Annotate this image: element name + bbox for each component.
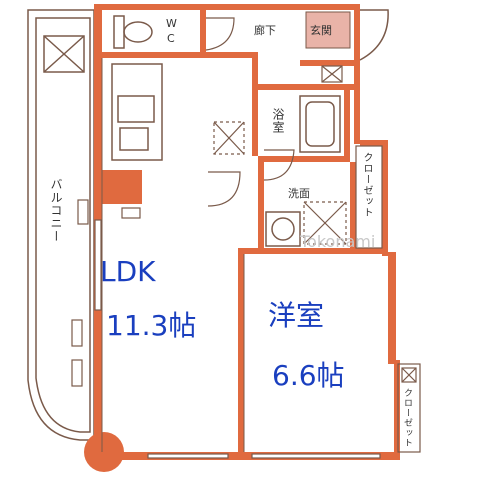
room-outlines xyxy=(101,58,245,452)
shoe-cabinet xyxy=(321,65,343,83)
closet-bottom-frame xyxy=(397,363,421,453)
washroom-label: 洗面 xyxy=(288,187,310,200)
wc-label-bottom: C xyxy=(167,32,175,45)
entrance-floor xyxy=(305,11,351,49)
wc-label-top: W xyxy=(166,17,177,30)
entrance-door-swing xyxy=(359,9,389,61)
corner-column xyxy=(84,432,124,472)
air-conditioner-unit xyxy=(43,35,85,73)
closet-top-frame xyxy=(355,145,383,249)
ldk-name-label: LDK xyxy=(100,255,156,288)
balcony-label: バルコニー xyxy=(49,178,63,243)
closet-bottom-vent xyxy=(401,367,417,383)
window-sashes xyxy=(94,219,381,459)
watermark-text: Tokonami xyxy=(300,232,376,251)
balcony-drain-details xyxy=(71,199,89,387)
closet-bottom-label: クローゼット xyxy=(402,388,412,448)
wash-basin xyxy=(265,211,301,247)
western-name-label: 洋室 xyxy=(268,299,325,332)
inner-walls xyxy=(102,10,388,452)
hallway-label: 廊下 xyxy=(254,24,276,37)
fridge-space xyxy=(213,121,245,155)
toilet-fixture xyxy=(113,15,153,49)
wc-door-swing xyxy=(205,17,235,51)
washroom-door-swing xyxy=(207,171,241,207)
western-size-label: 6.6帖 xyxy=(272,359,345,392)
bathtub xyxy=(299,95,341,153)
ldk-size-label: 11.3帖 xyxy=(106,309,197,342)
balcony-outline xyxy=(27,9,95,441)
entrance-label: 玄関 xyxy=(310,24,332,37)
kitchen-column xyxy=(102,170,142,204)
washing-machine-space xyxy=(303,201,347,245)
closet-top-label: クローゼット xyxy=(361,152,372,218)
kitchen-vent xyxy=(121,207,141,219)
kitchen-counter xyxy=(111,63,163,161)
bath-door-swing xyxy=(263,149,295,181)
bath-label: 浴室 xyxy=(271,108,285,134)
